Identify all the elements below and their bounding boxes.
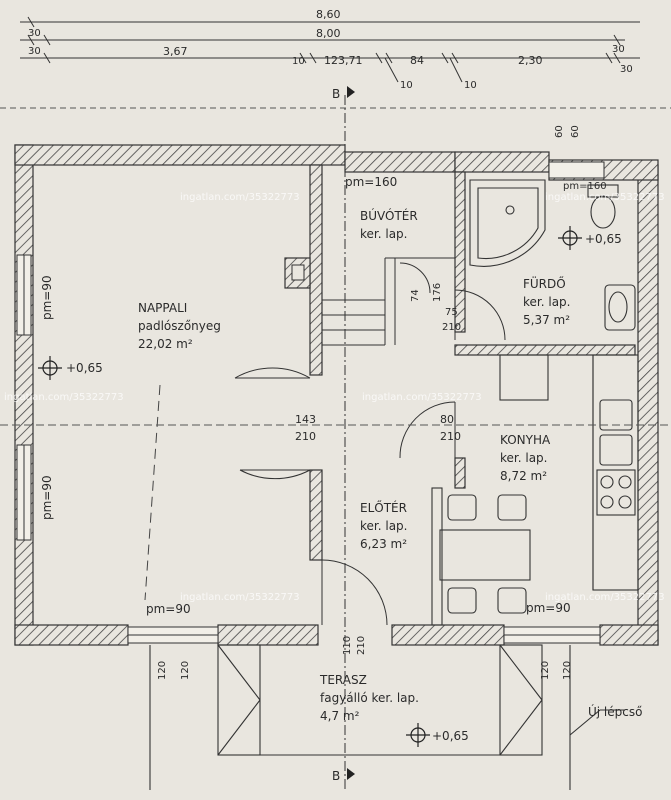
- watermark-4: ingatlan.com/35322773: [362, 392, 482, 403]
- door-143: 143: [295, 413, 316, 426]
- label-pm90-left-top: pm=90: [40, 275, 54, 320]
- watermark-3: ingatlan.com/35322773: [4, 392, 124, 403]
- door-entry-210: 210: [356, 636, 367, 655]
- outer-walls: [14, 144, 659, 646]
- terrace: [149, 644, 625, 790]
- door-living-210: 210: [295, 430, 316, 443]
- room-eloter-floor: ker. lap.: [360, 519, 407, 533]
- label-pm160-bath: pm=160: [563, 181, 607, 192]
- door-bath-210: 210: [442, 322, 461, 333]
- dim-12371: 123,71: [324, 54, 363, 67]
- room-konyha-floor: ker. lap.: [500, 451, 547, 465]
- door-swings: [234, 262, 506, 626]
- watermark-5: ingatlan.com/35322773: [180, 592, 300, 603]
- level-nappali: +0,65: [66, 361, 103, 375]
- door-kitchen-210: 210: [440, 430, 461, 443]
- room-labels: NAPPALI padlószőnyeg 22,02 m² BÚVÓTÉR ke…: [138, 208, 570, 723]
- door-labels: 74 176 75 210 143 210 80 210 110 210 120…: [157, 283, 573, 680]
- label-pm90-left-bottom: pm=90: [40, 475, 54, 520]
- section-marker-bottom: B: [332, 769, 340, 783]
- room-konyha-area: 8,72 m²: [500, 469, 547, 483]
- watermark-1: ingatlan.com/35322773: [180, 192, 300, 203]
- dim-230: 2,30: [518, 54, 543, 67]
- bathroom-fixtures: [469, 179, 636, 331]
- room-furdo-area: 5,37 m²: [523, 313, 570, 327]
- staircase: [321, 257, 455, 346]
- level-furdo: +0,65: [585, 232, 622, 246]
- dim-84: 84: [410, 54, 424, 67]
- door-110: 110: [342, 636, 353, 655]
- label-pm160: pm=160: [345, 175, 397, 189]
- room-nappali-area: 22,02 m²: [138, 337, 193, 351]
- dim-60-a: 60: [554, 125, 565, 138]
- door-176: 176: [432, 283, 443, 302]
- dim-inner-800: 8,00: [316, 27, 341, 40]
- level-markers: [38, 226, 582, 747]
- watermark-6: ingatlan.com/35322773: [545, 592, 665, 603]
- interior-walls: [284, 164, 636, 561]
- top-dimensions: [20, 16, 640, 83]
- dim-10-a: 10: [292, 56, 305, 67]
- dim-30-a: 30: [28, 28, 41, 39]
- room-buvoter-name: BÚVÓTÉR: [360, 208, 418, 223]
- room-terasz-name: TERASZ: [319, 673, 367, 687]
- room-terasz-floor: fagyálló ker. lap.: [320, 691, 419, 705]
- door-terrace-120-a: 120: [157, 661, 168, 680]
- door-75: 75: [445, 307, 458, 318]
- level-terasz: +0,65: [432, 729, 469, 743]
- door-terrace-120-d: 120: [562, 661, 573, 680]
- dim-30-d: 30: [620, 64, 633, 75]
- room-terasz-area: 4,7 m²: [320, 709, 360, 723]
- door-80: 80: [440, 413, 454, 426]
- door-terrace-120-b: 120: [180, 661, 191, 680]
- door-terrace-120-c: 120: [540, 661, 551, 680]
- room-eloter-name: ELŐTÉR: [360, 500, 407, 515]
- watermark-2: ingatlan.com/35322773: [545, 192, 665, 203]
- chimney-hole: [291, 264, 305, 281]
- dim-total-860: 8,60: [316, 8, 341, 21]
- dim-30-b: 30: [28, 46, 41, 57]
- living-room-divider: [144, 384, 161, 601]
- top-dimension-labels: 8,60 8,00 30 30 3,67 10 123,71 84 10 10 …: [28, 8, 633, 138]
- dim-367: 3,67: [163, 45, 188, 58]
- room-nappali-name: NAPPALI: [138, 301, 187, 315]
- room-eloter-area: 6,23 m²: [360, 537, 407, 551]
- dim-30-c: 30: [612, 44, 625, 55]
- label-pm90-bottom: pm=90: [146, 602, 191, 616]
- room-nappali-floor: padlószőnyeg: [138, 319, 221, 333]
- misc-labels: pm=160 pm=160 pm=90 pm=90 pm=90 pm=90 Új…: [40, 175, 642, 719]
- room-buvoter-floor: ker. lap.: [360, 227, 407, 241]
- watermarks: ingatlan.com/35322773 ingatlan.com/35322…: [4, 192, 665, 603]
- room-furdo-floor: ker. lap.: [523, 295, 570, 309]
- dim-60-b: 60: [570, 125, 581, 138]
- section-marker-top: B: [332, 87, 340, 101]
- label-uj-lepcso: Új lépcső: [588, 704, 642, 719]
- door-74: 74: [410, 289, 421, 302]
- level-labels: +0,65 +0,65 +0,65: [66, 232, 622, 743]
- dim-10-c: 10: [464, 80, 477, 91]
- section-line-b: B B: [332, 86, 355, 790]
- room-konyha-name: KONYHA: [500, 433, 551, 447]
- dim-10-b: 10: [400, 80, 413, 91]
- kitchen-fixtures: [431, 354, 639, 626]
- label-pm90-kitchen: pm=90: [526, 601, 571, 615]
- room-furdo-name: FÜRDŐ: [523, 275, 566, 291]
